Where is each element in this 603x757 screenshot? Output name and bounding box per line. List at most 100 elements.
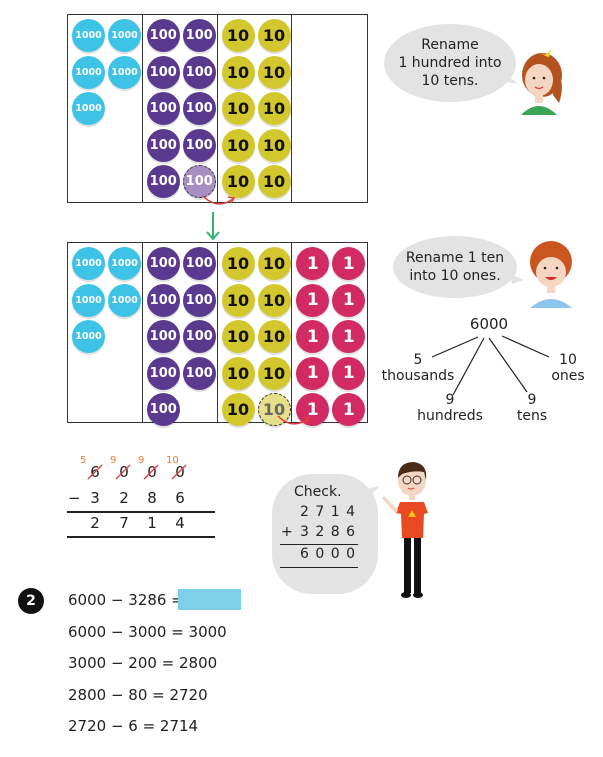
speech-bubble-2: Rename 1 ten into 10 ones. (393, 236, 517, 298)
renamed-ten-disc: 10 (257, 393, 291, 426)
hundred-disc: 100 (182, 356, 216, 390)
hundred-disc: 100 (182, 19, 216, 52)
thousand-disc: 1000 (108, 283, 141, 317)
one-disc: 1 (296, 247, 330, 280)
difference-row: 2 7 1 4 (90, 514, 185, 532)
boy-character-icon (530, 241, 572, 308)
check-addend-1: 2 7 1 4 (300, 504, 356, 520)
hundred-disc: 100 (182, 320, 216, 353)
hundred-disc: 100 (146, 19, 180, 52)
ten-disc: 10 (221, 19, 255, 52)
one-disc: 1 (296, 283, 330, 317)
hundred-disc: 100 (146, 320, 180, 353)
one-disc: 1 (296, 393, 330, 426)
thousand-disc: 1000 (72, 92, 105, 125)
hundred-disc: 100 (146, 92, 180, 125)
ten-disc: 10 (257, 247, 291, 280)
ten-disc: 10 (221, 55, 255, 89)
number-bond-whole: 6000 (469, 315, 509, 333)
one-disc: 1 (332, 283, 366, 317)
thousand-disc: 1000 (72, 55, 105, 89)
divider-line (280, 567, 358, 569)
thousand-disc: 1000 (108, 247, 141, 280)
number-bond-part-hundreds: 9 hundreds (417, 392, 483, 425)
down-arrow-icon (206, 212, 220, 241)
hundred-disc: 100 (146, 283, 180, 317)
question-number-badge: 2 (18, 588, 44, 614)
ten-disc: 10 (257, 320, 291, 353)
speech-line: 1 hundred into (398, 54, 502, 71)
check-addend-2: 3 2 8 6 (300, 524, 356, 540)
divider-line (67, 511, 215, 513)
hundred-disc: 100 (182, 55, 216, 89)
ten-disc: 10 (257, 165, 291, 198)
hundred-disc: 100 (182, 283, 216, 317)
ten-disc: 10 (221, 92, 255, 125)
boy-with-glasses-character-icon (382, 462, 428, 598)
number-bond-part-tens: 9 tens (516, 392, 548, 425)
ones-column (292, 15, 367, 202)
one-disc: 1 (332, 320, 366, 353)
speech-line: Rename (421, 36, 479, 53)
ten-disc: 10 (221, 356, 255, 390)
step-line: 2800 − 80 = 2720 (68, 686, 208, 704)
hundred-disc: 100 (146, 393, 180, 426)
hundred-disc: 100 (146, 247, 180, 280)
renamed-hundred-disc: 100 (182, 165, 216, 198)
bubble-tail (362, 486, 380, 500)
ten-disc: 10 (257, 356, 291, 390)
ten-disc: 10 (257, 283, 291, 317)
thousand-disc: 1000 (72, 247, 105, 280)
rename-arrow-1 (202, 195, 236, 205)
ten-disc: 10 (221, 320, 255, 353)
answer-box[interactable] (178, 589, 241, 610)
one-disc: 1 (296, 320, 330, 353)
thousand-disc: 1000 (72, 19, 105, 52)
check-title: Check. (294, 484, 342, 500)
ten-disc: 10 (221, 165, 255, 198)
ten-disc: 10 (221, 283, 255, 317)
number-bond-part-ones: 10 ones (551, 352, 585, 385)
check-operator: + (281, 524, 293, 540)
step-line: 3000 − 200 = 2800 (68, 654, 218, 672)
one-disc: 1 (332, 393, 366, 426)
speech-line: Rename 1 ten (405, 249, 505, 266)
thousand-disc: 1000 (72, 283, 105, 317)
check-bubble (272, 474, 378, 594)
thousand-disc: 1000 (108, 55, 141, 89)
divider-line (280, 544, 358, 546)
bubble-tail (510, 274, 524, 284)
ten-disc: 10 (221, 128, 255, 162)
regroup-marks: 5 9 9 10 (80, 455, 179, 466)
hundred-disc: 100 (146, 55, 180, 89)
speech-line: 10 tens. (421, 73, 479, 90)
hundred-disc: 100 (146, 165, 180, 198)
bubble-tail (505, 74, 519, 84)
ten-disc: 10 (221, 393, 255, 426)
hundred-disc: 100 (146, 356, 180, 390)
strikethrough-marks (87, 464, 187, 480)
thousand-disc: 1000 (72, 320, 105, 353)
number-bond-part-thousands: 5 thousands (381, 352, 455, 385)
ten-disc: 10 (257, 55, 291, 89)
hundred-disc: 100 (182, 247, 216, 280)
one-disc: 1 (332, 247, 366, 280)
girl-character-icon (521, 50, 562, 115)
rename-arrow-2 (277, 415, 311, 425)
subtrahend-row: − 3 2 8 6 (68, 489, 185, 507)
check-sum: 6 0 0 0 (300, 546, 356, 562)
step-line: 2720 − 6 = 2714 (68, 717, 199, 735)
ten-disc: 10 (257, 92, 291, 125)
one-disc: 1 (296, 356, 330, 390)
hundred-disc: 100 (182, 92, 216, 125)
ten-disc: 10 (257, 19, 291, 52)
